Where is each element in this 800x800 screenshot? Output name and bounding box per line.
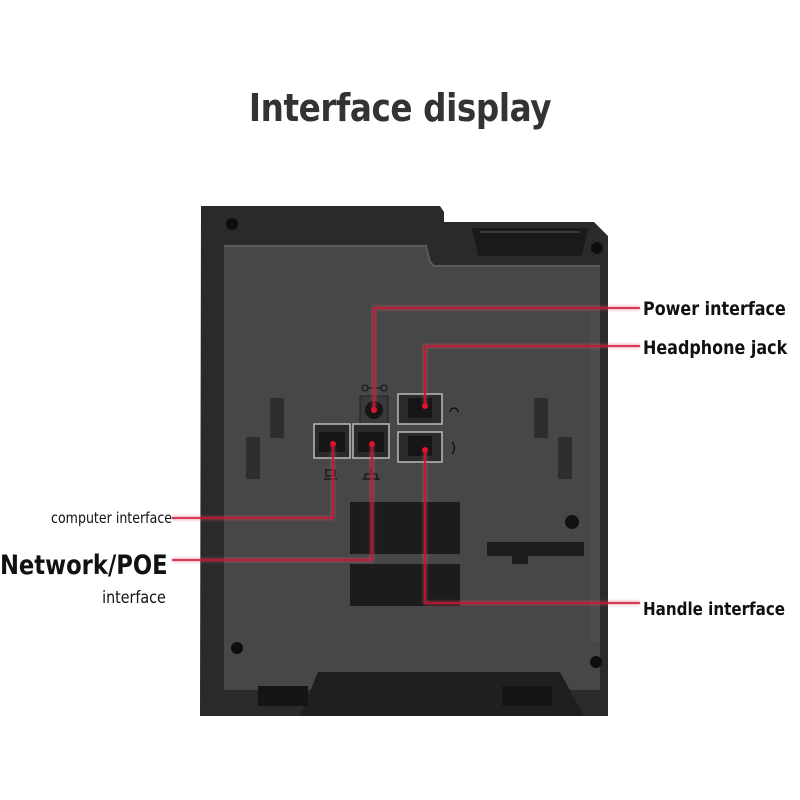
handset-icon — [451, 441, 456, 455]
screw-hole — [231, 642, 243, 654]
cable-clip — [487, 542, 584, 564]
foot-pad — [502, 686, 552, 706]
screw-hole — [590, 656, 602, 668]
screw-hole — [591, 242, 603, 254]
mount-slot — [270, 398, 284, 438]
leader-network — [172, 444, 373, 561]
label-network-poe-line2: interface — [102, 588, 166, 608]
mount-slot — [246, 437, 260, 479]
mount-slot — [534, 398, 548, 438]
label-network-poe: Network/POE — [0, 550, 168, 581]
leader-power — [373, 307, 640, 410]
foot-pad — [258, 686, 308, 706]
leader-lines — [172, 306, 640, 605]
label-handle-interface: Handle interface — [643, 599, 786, 620]
label-power-interface: Power interface — [643, 298, 786, 320]
screw-hole — [565, 515, 579, 529]
label-computer-interface: computer interface — [51, 509, 172, 527]
page-title: Interface display — [248, 86, 552, 130]
screw-hole — [226, 218, 238, 230]
leader-handle — [424, 450, 640, 604]
leader-headphone — [424, 345, 640, 406]
handset-cradle — [472, 228, 588, 256]
device-panel — [224, 246, 600, 690]
mount-slot — [558, 437, 572, 479]
label-headphone-jack: Headphone jack — [643, 337, 788, 359]
leader-computer — [172, 444, 334, 519]
headset-icon — [449, 407, 459, 413]
cable-channel — [350, 502, 460, 554]
port-markers — [330, 403, 428, 453]
cable-channel — [350, 564, 460, 606]
